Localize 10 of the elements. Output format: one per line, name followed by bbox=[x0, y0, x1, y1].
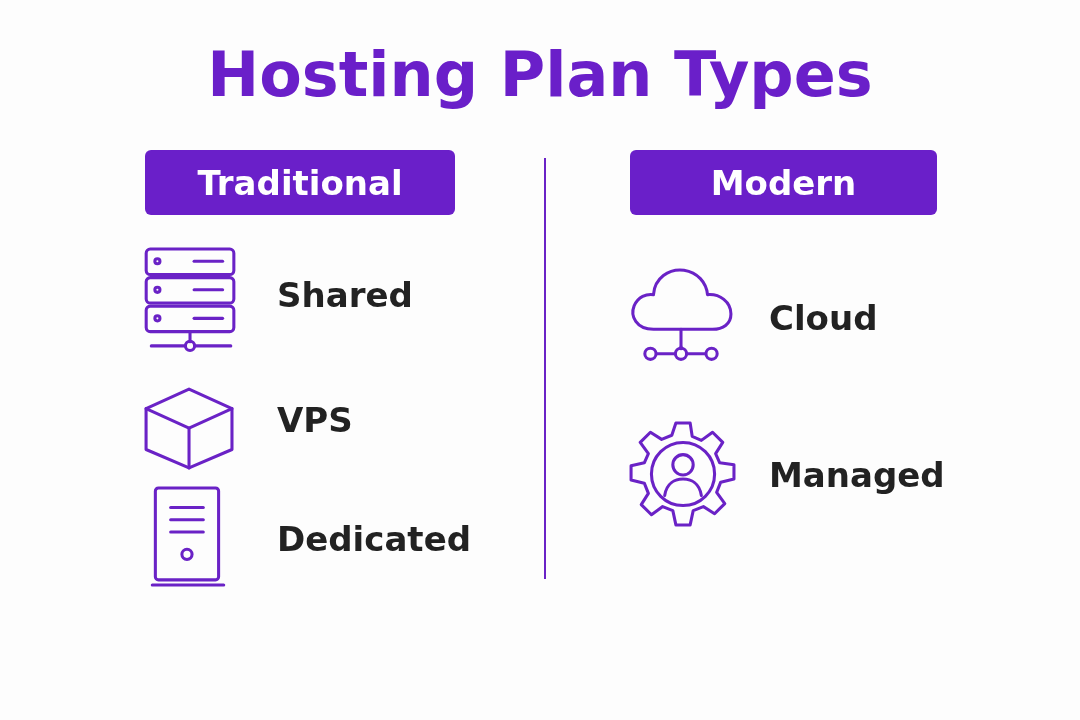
plan-type-label: Dedicated bbox=[277, 519, 472, 559]
plan-type-label: Managed bbox=[769, 455, 945, 495]
section-header bbox=[145, 150, 455, 215]
header-text: Traditional bbox=[197, 162, 403, 203]
plan-type-label: VPS bbox=[277, 400, 353, 440]
plan-type-label: Shared bbox=[277, 275, 413, 315]
section-header bbox=[630, 150, 937, 215]
plan-type-label: Cloud bbox=[769, 298, 878, 338]
title: Hosting Plan Types bbox=[206, 38, 874, 111]
header-text: Modern bbox=[710, 162, 857, 203]
